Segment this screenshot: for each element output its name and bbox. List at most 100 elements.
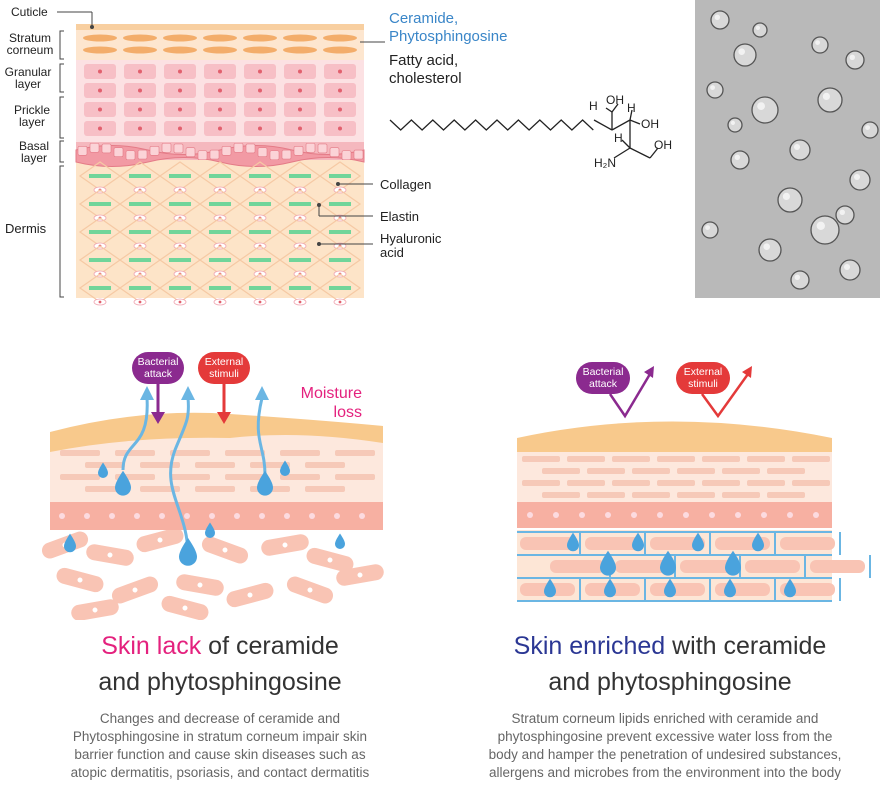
cell-nucleus — [258, 126, 262, 131]
microscope-highlight — [822, 92, 831, 100]
elastin-fiber — [249, 286, 271, 290]
dermis-brick — [810, 560, 865, 573]
elastin-fiber — [289, 258, 311, 262]
basal-cell — [125, 150, 136, 161]
moisture-loss-label: Moisture loss — [270, 384, 362, 422]
water-drop — [115, 470, 131, 496]
right-caption-description: Stratum corneum lipids enriched with cer… — [450, 710, 880, 782]
left-title-highlight: Skin lack — [101, 632, 202, 660]
dermis-cell-nucleus — [327, 557, 333, 563]
basal-cell — [293, 146, 304, 156]
epidermis-brick — [85, 462, 125, 468]
dermis-cell — [71, 599, 119, 620]
water-drop — [724, 578, 736, 598]
atom-h2: H — [627, 101, 636, 115]
epidermis-brick — [587, 492, 625, 498]
dermis-cell-nucleus — [157, 537, 163, 543]
strip-dot — [359, 513, 365, 519]
strip-dot — [259, 513, 265, 519]
stratum-cell — [123, 46, 157, 54]
strip-dot — [683, 512, 689, 518]
left-desc-line3: barrier function and cause skin diseases… — [74, 747, 366, 762]
label-granular-line2: layer — [14, 77, 41, 91]
microscope-cell — [706, 81, 724, 99]
elastin-fiber — [169, 174, 191, 178]
epidermis-brick — [677, 468, 715, 474]
basal-cell — [329, 147, 340, 157]
label-hyaluronic-acid: Hyaluronic acid — [380, 232, 441, 260]
cell-nucleus — [258, 69, 262, 74]
left-desc-line4: atopic dermatitis, psoriasis, and contac… — [70, 765, 370, 780]
epidermis-brick — [250, 462, 290, 468]
microscope-cell — [849, 169, 871, 191]
label-phytosphingosine: Phytosphingosine — [389, 28, 508, 45]
atom-oh2: OH — [641, 117, 659, 131]
elastin-fiber — [249, 258, 271, 262]
stratum-cell — [323, 34, 357, 42]
dermis-cell-nucleus — [107, 552, 113, 558]
elastin-fiber — [89, 286, 111, 290]
label-prickle-line1: Prickle — [13, 103, 50, 117]
right-desc-line1: Stratum corneum lipids enriched with cer… — [511, 711, 819, 726]
strip-dot — [787, 512, 793, 518]
dermis-lattice — [78, 161, 362, 306]
cell-nucleus — [138, 69, 142, 74]
elastin-fiber — [329, 230, 351, 234]
microscope-highlight — [844, 264, 850, 270]
basal-cell — [353, 149, 364, 160]
elastin-fiber — [249, 230, 271, 234]
microscope-cell — [861, 121, 879, 139]
right-external-bubble: External stimuli — [676, 362, 752, 419]
strip-dot — [309, 513, 315, 519]
basal-cell — [197, 150, 208, 161]
stratum-cell — [243, 34, 277, 42]
right-epidermis-bricks — [522, 456, 830, 498]
stratum-cell — [83, 46, 117, 54]
moisture-line1: Moisture — [300, 385, 362, 402]
basal-cell — [185, 147, 196, 157]
microscope-cell — [777, 187, 803, 213]
water-drop — [632, 532, 644, 552]
right-desc-line3: body and hamper the penetration of undes… — [488, 747, 842, 762]
label-stratum-corneum: Stratum corneum — [2, 32, 58, 56]
microscope-cell — [789, 139, 811, 161]
label-hyaluronic-line2: acid — [380, 245, 404, 260]
water-drop — [660, 550, 676, 576]
microscope-highlight — [730, 120, 736, 125]
basal-cell — [89, 142, 100, 153]
collagen-fiber — [318, 245, 362, 275]
dermis-cell — [161, 595, 209, 620]
cell-nucleus — [218, 88, 222, 93]
strip-dot — [59, 513, 65, 519]
epidermis-brick — [335, 450, 375, 456]
epidermis-brick — [225, 450, 265, 456]
left-caption-title: Skin lack of ceramide and phytosphingosi… — [20, 628, 420, 700]
epidermis-brick — [60, 474, 100, 480]
hyaluronic-nucleus — [218, 300, 222, 304]
water-drop — [205, 522, 215, 538]
microscope-cell — [751, 96, 779, 124]
elastin-fiber — [169, 258, 191, 262]
cell-nucleus — [178, 126, 182, 131]
strip-dot — [631, 512, 637, 518]
epidermis-brick — [567, 456, 605, 462]
strip-dot — [284, 513, 290, 519]
right-title-rest: with ceramide — [665, 632, 827, 660]
stratum-cell — [163, 46, 197, 54]
hyaluronic-pointer — [317, 242, 373, 246]
hyaluronic-nucleus — [178, 300, 182, 304]
basal-cell — [281, 149, 292, 160]
epidermis-brick — [170, 474, 210, 480]
epidermis-brick — [702, 480, 740, 486]
dermis-cell — [86, 544, 134, 566]
microscope-cell — [730, 150, 750, 170]
strip-dot — [159, 513, 165, 519]
strip-dot — [553, 512, 559, 518]
epidermis-brick — [677, 492, 715, 498]
epidermis-brick — [767, 468, 805, 474]
epidermis-brick — [140, 486, 180, 492]
left-epidermis-bricks — [60, 450, 375, 492]
cell-nucleus — [218, 107, 222, 112]
epidermis-brick — [792, 480, 830, 486]
strip-dot — [527, 512, 533, 518]
